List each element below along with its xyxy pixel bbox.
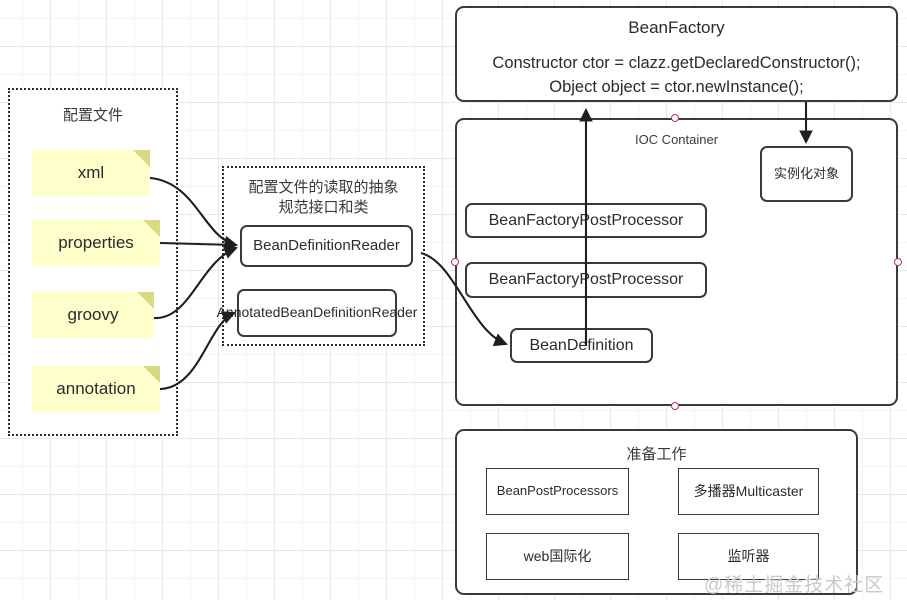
multicaster-box[interactable]: 多播器Multicaster bbox=[678, 468, 819, 515]
sticky-note-annotation-label: annotation bbox=[56, 379, 136, 398]
annotated-bean-definition-reader-box[interactable]: AnnotatedBeanDefinitionReader bbox=[217, 289, 417, 337]
selection-handle-top[interactable] bbox=[671, 114, 679, 122]
reader-group-title: 配置文件的读取的抽象 规范接口和类 bbox=[224, 178, 423, 219]
sticky-note-annotation[interactable]: annotation bbox=[32, 366, 160, 412]
web-i18n-label: web国际化 bbox=[523, 547, 592, 564]
sticky-note-groovy-label: groovy bbox=[67, 305, 119, 324]
sticky-note-xml[interactable]: xml bbox=[32, 150, 150, 196]
config-files-group-title: 配置文件 bbox=[62, 107, 123, 124]
bean-definition-reader-label: BeanDefinitionReader bbox=[253, 236, 400, 254]
bean-post-processors-label: BeanPostProcessors bbox=[496, 483, 619, 499]
bean-factory-post-processor-label-1: BeanFactoryPostProcessor bbox=[488, 211, 684, 229]
bean-factory-code-line1: Constructor ctor = clazz.getDeclaredCons… bbox=[492, 54, 861, 72]
bean-factory-box[interactable]: BeanFactory Constructor ctor = clazz.get… bbox=[455, 6, 898, 102]
sticky-note-xml-label: xml bbox=[77, 163, 105, 182]
selection-handle-left[interactable] bbox=[451, 258, 459, 266]
web-i18n-box[interactable]: web国际化 bbox=[486, 533, 629, 580]
preparation-group-title: 准备工作 bbox=[626, 446, 687, 463]
multicaster-label: 多播器Multicaster bbox=[693, 482, 804, 499]
bean-factory-post-processor-box-2[interactable]: BeanFactoryPostProcessor bbox=[465, 262, 707, 298]
sticky-note-properties[interactable]: properties bbox=[32, 220, 160, 266]
instantiated-object-box[interactable]: 实例化对象 bbox=[760, 146, 853, 202]
bean-factory-title: BeanFactory bbox=[628, 18, 725, 37]
bean-definition-reader-box[interactable]: BeanDefinitionReader bbox=[240, 225, 413, 267]
selection-handle-right[interactable] bbox=[894, 258, 902, 266]
sticky-note-groovy[interactable]: groovy bbox=[32, 292, 154, 338]
bean-definition-box[interactable]: BeanDefinition bbox=[510, 328, 653, 363]
listener-label: 监听器 bbox=[727, 547, 770, 564]
selection-handle-bottom[interactable] bbox=[671, 402, 679, 410]
watermark: @稀土掘金技术社区 bbox=[704, 575, 885, 596]
bean-factory-code-line2: Object object = ctor.newInstance(); bbox=[549, 77, 804, 96]
bean-factory-post-processor-box-1[interactable]: BeanFactoryPostProcessor bbox=[465, 203, 707, 238]
bean-factory-code: Constructor ctor = clazz.getDeclaredCons… bbox=[457, 52, 896, 100]
sticky-note-properties-label: properties bbox=[58, 233, 134, 252]
note-fold-icon bbox=[137, 292, 154, 309]
note-fold-icon bbox=[143, 220, 160, 237]
ioc-container-label: IOC Container bbox=[634, 132, 719, 147]
bean-post-processors-box[interactable]: BeanPostProcessors bbox=[486, 468, 629, 515]
note-fold-icon bbox=[143, 366, 160, 383]
note-fold-icon bbox=[133, 150, 150, 167]
reader-group-title-line1: 配置文件的读取的抽象 bbox=[248, 179, 399, 196]
annotated-bean-definition-reader-label: AnnotatedBeanDefinitionReader bbox=[216, 304, 418, 321]
instantiated-object-label: 实例化对象 bbox=[773, 165, 839, 181]
bean-factory-post-processor-label-2: BeanFactoryPostProcessor bbox=[488, 271, 684, 288]
listener-box[interactable]: 监听器 bbox=[678, 533, 819, 580]
reader-group-title-line2: 规范接口和类 bbox=[278, 199, 369, 217]
bean-definition-label: BeanDefinition bbox=[529, 336, 634, 354]
